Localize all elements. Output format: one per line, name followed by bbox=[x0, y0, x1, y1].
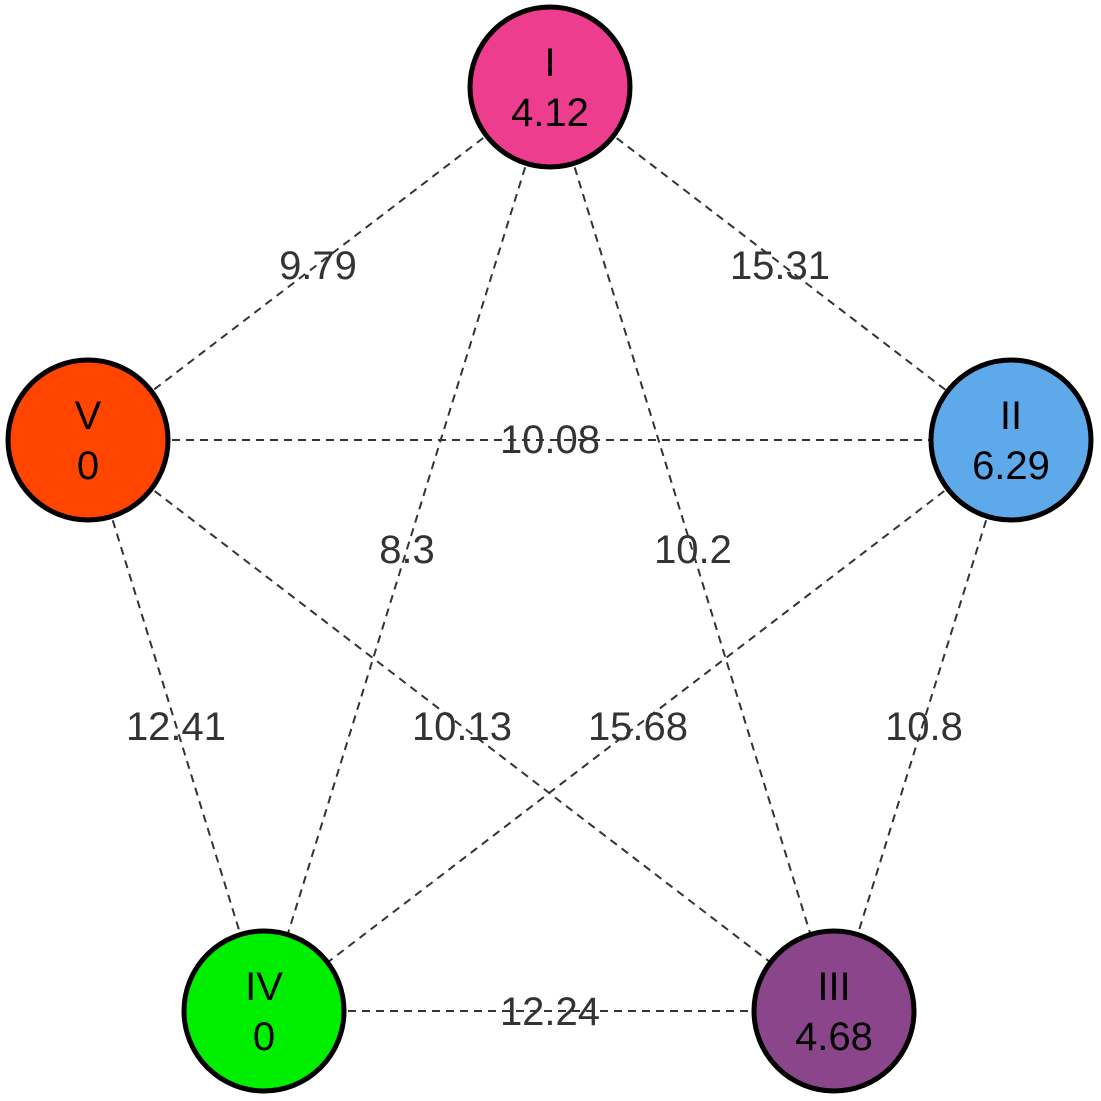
node-value-v: 0 bbox=[77, 444, 99, 488]
node-circle-v bbox=[5, 357, 171, 523]
edge-i-iv bbox=[263, 86, 551, 1012]
edge-v-iv bbox=[87, 439, 265, 1012]
node-value-iv: 0 bbox=[253, 1015, 275, 1059]
node-label-iii: III bbox=[817, 965, 850, 1009]
node-iv: IV 0 bbox=[181, 928, 347, 1094]
edge-label-iv-iii: 12.24 bbox=[500, 990, 600, 1034]
node-value-i: 4.12 bbox=[511, 91, 589, 135]
edge-i-ii bbox=[549, 86, 1012, 441]
edge-v-iii bbox=[87, 439, 835, 1012]
node-iii: III 4.68 bbox=[751, 928, 917, 1094]
node-ii: II 6.29 bbox=[928, 357, 1094, 523]
node-label-iv: IV bbox=[245, 965, 283, 1009]
edges-layer bbox=[87, 86, 1012, 1012]
node-value-iii: 4.68 bbox=[795, 1015, 873, 1059]
edge-label-v-iii: 10.13 bbox=[412, 705, 512, 749]
edge-ii-iii bbox=[833, 439, 1012, 1012]
node-label-i: I bbox=[544, 41, 555, 85]
node-circle-ii bbox=[928, 357, 1094, 523]
edge-labels-layer: 9.79 15.31 8.3 10.2 10.08 12.41 10.13 15.68 10.8… bbox=[126, 244, 963, 1034]
edge-label-i-ii: 15.31 bbox=[730, 244, 830, 288]
node-circle-iii bbox=[751, 928, 917, 1094]
node-i: I 4.12 bbox=[467, 4, 633, 170]
edge-i-iii bbox=[549, 86, 835, 1012]
node-circle-i bbox=[467, 4, 633, 170]
edge-label-i-iii: 10.2 bbox=[654, 528, 732, 572]
edge-label-i-iv: 8.3 bbox=[379, 528, 435, 572]
node-label-v: V bbox=[75, 394, 102, 438]
edge-ii-iv bbox=[263, 439, 1012, 1012]
node-circle-iv bbox=[181, 928, 347, 1094]
node-value-ii: 6.29 bbox=[972, 444, 1050, 488]
edge-label-ii-iv: 15.68 bbox=[588, 705, 688, 749]
node-v: V0 bbox=[5, 357, 171, 523]
edge-label-ii-iii: 10.8 bbox=[885, 705, 963, 749]
edge-label-v-iv: 12.41 bbox=[126, 705, 226, 749]
edge-label-v-ii: 10.08 bbox=[500, 418, 600, 462]
edge-label-i-v: 9.79 bbox=[279, 244, 357, 288]
node-label-ii: II bbox=[1000, 394, 1022, 438]
